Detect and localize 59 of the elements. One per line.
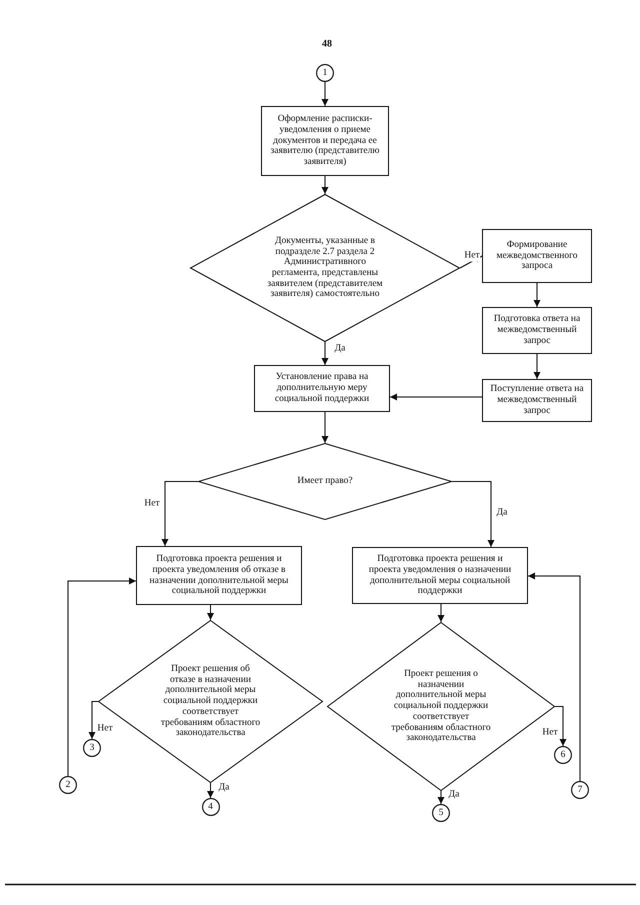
step-text: Оформление расписки-уведомления о приеме документов и передача ее заявителю (представителю заявителя)	[270, 114, 380, 168]
connector-number: 4	[208, 802, 213, 812]
page-number: 48	[322, 40, 332, 50]
connector-number: 6	[560, 750, 566, 760]
decision-diamond	[98, 620, 323, 783]
flow-arrow	[322, 412, 328, 444]
flow-arrow	[438, 790, 444, 804]
step-text: Подготовка проекта решения и проекта уведомления об отказе в назначении дополнительной меры социальной поддержки	[148, 554, 290, 597]
condition-text: Имеет право?	[296, 476, 354, 487]
flow-arrow	[554, 706, 566, 746]
process-box	[482, 307, 592, 354]
connector-circle	[571, 781, 589, 799]
flow-arrow	[322, 82, 328, 106]
connector-number: 3	[90, 742, 94, 754]
connector-number: 2	[66, 780, 70, 790]
flow-arrow	[207, 782, 214, 798]
connector-number: 5	[438, 808, 444, 818]
step-text: Поступление ответа на межведомственный запрос	[489, 384, 585, 417]
process-box	[482, 229, 592, 283]
flow-arrow	[452, 481, 494, 548]
condition-text: Документы, указанные в подразделе 2.7 раздела 2 Административного регламента, представлены заявителем (представителем заявителя) самостоятельно	[266, 236, 384, 300]
decision-diamond	[190, 194, 460, 342]
process-box	[261, 106, 389, 176]
step-text: Установление права на дополнительную меру социальной поддержки	[274, 372, 370, 405]
flow-arrow	[322, 342, 328, 366]
connector-circle	[432, 804, 450, 822]
connector-circle	[202, 798, 220, 816]
flow-arrow	[534, 282, 540, 308]
connector-circle	[554, 746, 572, 764]
step-text: Формирование межведомственного запроса	[495, 240, 579, 272]
step-text: Подготовка проекта решения и проекта уведомления о назначении дополнительной меры социальной поддержки	[368, 554, 512, 597]
flow-arrow	[528, 572, 580, 782]
flow-arrow	[322, 176, 328, 194]
process-box	[254, 365, 390, 412]
edge-label: Да	[448, 790, 460, 800]
flow-arrow	[68, 578, 136, 776]
flow-arrow	[460, 256, 482, 268]
flow-arrow	[162, 481, 198, 546]
connector-number: 7	[578, 784, 582, 796]
connector-circle	[316, 64, 334, 82]
edge-label: Да	[334, 344, 346, 354]
flow-arrow	[438, 604, 444, 622]
connector-circle	[83, 739, 101, 757]
flow-arrow	[207, 604, 214, 620]
condition-text: Проект решения об отказе в назначении дополнительной меры социальной поддержки соответствует требованиям областного законодательства	[160, 664, 262, 739]
process-box	[136, 546, 302, 605]
process-box	[482, 379, 592, 422]
process-box	[352, 547, 528, 604]
edge-label: Да	[496, 508, 508, 518]
flow-arrow	[534, 354, 540, 380]
edge-label: Нет	[463, 250, 481, 262]
step-text: Подготовка ответа на межведомственный запрос	[492, 314, 582, 347]
condition-text: Проект решения о назначении дополнительной меры социальной поддержки соответствует требованиям областного законодательства	[390, 669, 492, 744]
flow-arrow	[390, 394, 482, 400]
decision-diamond	[198, 443, 452, 520]
connector-circle	[59, 776, 77, 794]
edge-label: Да	[218, 782, 230, 794]
flow-arrow	[88, 701, 98, 740]
connector-number: 1	[322, 68, 328, 78]
